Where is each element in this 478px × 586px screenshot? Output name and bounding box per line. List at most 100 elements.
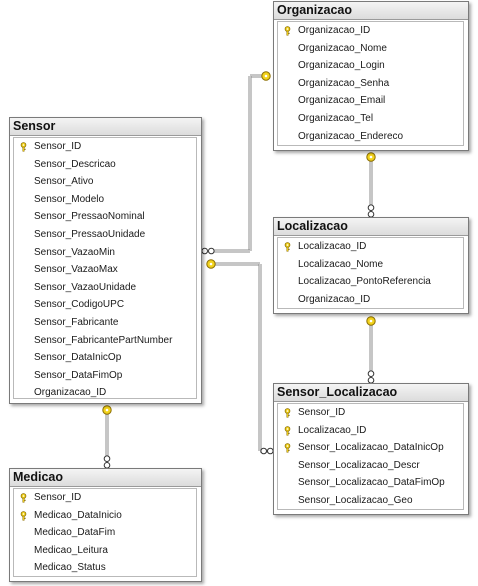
column-row[interactable]: Medicao_DataInicio — [14, 507, 196, 525]
column-name: Organizacao_Senha — [298, 77, 390, 89]
column-row[interactable]: Localizacao_Nome — [278, 256, 463, 274]
table-title[interactable]: Sensor — [10, 118, 201, 136]
column-row[interactable]: Medicao_DataFim — [14, 524, 196, 542]
column-row[interactable]: Sensor_Localizacao_Geo — [278, 492, 463, 509]
one-end-key-icon — [261, 71, 271, 81]
column-row[interactable]: Sensor_DataFimOp — [14, 367, 196, 385]
column-name: Localizacao_ID — [298, 424, 367, 436]
column-name: Sensor_ID — [34, 492, 82, 503]
column-name: Organizacao_Tel — [298, 112, 374, 124]
column-row[interactable]: Sensor_VazaoMax — [14, 261, 196, 279]
column-row[interactable]: Organizacao_ID — [278, 22, 463, 40]
column-name: Sensor_VazaoUnidade — [34, 281, 137, 293]
relationship-sensor-sensor-localizacao — [211, 262, 268, 453]
column-name: Organizacao_ID — [34, 387, 107, 399]
column-row[interactable]: Organizacao_Senha — [278, 75, 463, 93]
column-row[interactable]: Localizacao_ID — [278, 422, 463, 440]
column-row[interactable]: Sensor_ID — [14, 489, 196, 507]
column-name: Sensor_FabricantePartNumber — [34, 334, 173, 346]
column-row[interactable]: Sensor_ID — [278, 404, 463, 422]
column-name: Sensor_Ativo — [34, 176, 94, 188]
table-title[interactable]: Organizacao — [274, 2, 468, 20]
many-end-infinity-icon — [103, 455, 111, 469]
column-name: Sensor_PressaoNominal — [34, 211, 145, 223]
column-name: Sensor_Fabricante — [34, 316, 119, 328]
column-name: Localizacao_Nome — [298, 258, 384, 270]
column-name: Sensor_VazaoMax — [34, 264, 118, 276]
column-row[interactable]: Sensor_Ativo — [14, 173, 196, 191]
many-end-infinity-icon — [260, 447, 274, 455]
column-row[interactable]: Sensor_Fabricante — [14, 314, 196, 332]
one-end-key-icon — [366, 152, 376, 162]
column-row[interactable]: Organizacao_Login — [278, 57, 463, 75]
column-name: Sensor_CodigoUPC — [34, 299, 125, 311]
column-name: Organizacao_Login — [298, 60, 385, 72]
column-row[interactable]: Organizacao_ID — [14, 384, 196, 399]
column-row[interactable]: Sensor_FabricantePartNumber — [14, 332, 196, 350]
column-row[interactable]: Localizacao_PontoReferencia — [278, 273, 463, 291]
many-end-infinity-icon — [201, 247, 215, 255]
column-row[interactable]: Sensor_VazaoUnidade — [14, 279, 196, 297]
one-end-key-icon — [102, 405, 112, 415]
table-title[interactable]: Sensor_Localizacao — [274, 384, 468, 402]
column-name: Organizacao_Endereco — [298, 130, 404, 142]
column-row[interactable]: Sensor_DataInicOp — [14, 349, 196, 367]
column-row[interactable]: Sensor_Localizacao_DataFimOp — [278, 474, 463, 492]
column-row[interactable]: Localizacao_ID — [278, 238, 463, 256]
column-row[interactable]: Sensor_Localizacao_Descr — [278, 457, 463, 475]
relationship-organizacao-sensor — [211, 74, 264, 253]
column-name: Localizacao_ID — [298, 241, 367, 252]
column-row[interactable]: Sensor_Localizacao_DataInicOp — [278, 439, 463, 457]
column-name: Organizacao_ID — [298, 293, 371, 305]
column-name: Sensor_Localizacao_Geo — [298, 494, 413, 506]
column-row[interactable]: Organizacao_Nome — [278, 40, 463, 58]
column-row[interactable]: Sensor_PressaoUnidade — [14, 226, 196, 244]
column-name: Localizacao_PontoReferencia — [298, 276, 431, 288]
table-title[interactable]: Localizacao — [274, 218, 468, 236]
column-row[interactable]: Organizacao_ID — [278, 291, 463, 308]
column-row[interactable]: Sensor_Modelo — [14, 191, 196, 209]
column-name: Sensor_ID — [298, 407, 346, 418]
column-name: Sensor_Localizacao_Descr — [298, 459, 420, 471]
column-name: Sensor_VazaoMin — [34, 246, 115, 258]
column-name: Sensor_Localizacao_DataInicOp — [298, 442, 444, 454]
column-row[interactable]: Sensor_ID — [14, 138, 196, 156]
table-title[interactable]: Medicao — [10, 469, 201, 487]
column-row[interactable]: Organizacao_Email — [278, 92, 463, 110]
column-name: Sensor_Modelo — [34, 193, 105, 205]
column-name: Medicao_DataInicio — [34, 509, 122, 521]
column-name: Sensor_Localizacao_DataFimOp — [298, 477, 445, 489]
column-row[interactable]: Sensor_Descricao — [14, 156, 196, 174]
many-end-infinity-icon — [367, 370, 375, 384]
column-row[interactable]: Sensor_PressaoNominal — [14, 208, 196, 226]
column-row[interactable]: Medicao_Status — [14, 559, 196, 576]
column-name: Sensor_Descricao — [34, 158, 116, 170]
column-list: Sensor_ID Localizacao_ID Sensor_Localizaca… — [277, 403, 464, 510]
column-row[interactable]: Organizacao_Endereco — [278, 128, 463, 145]
column-row[interactable]: Organizacao_Tel — [278, 110, 463, 128]
column-name: Organizacao_ID — [298, 25, 371, 36]
column-name: Sensor_DataInicOp — [34, 352, 122, 364]
column-name: Medicao_Status — [34, 562, 106, 574]
column-row[interactable]: Sensor_CodigoUPC — [14, 296, 196, 314]
column-name: Sensor_DataFimOp — [34, 369, 123, 381]
column-row[interactable]: Medicao_Leitura — [14, 542, 196, 560]
column-name: Organizacao_Nome — [298, 42, 387, 54]
column-name: Medicao_Leitura — [34, 544, 108, 556]
one-end-key-icon — [206, 259, 216, 269]
one-end-key-icon — [366, 316, 376, 326]
column-row[interactable]: Sensor_VazaoMin — [14, 244, 196, 262]
column-name: Medicao_DataFim — [34, 527, 116, 539]
column-name: Sensor_ID — [34, 141, 82, 152]
